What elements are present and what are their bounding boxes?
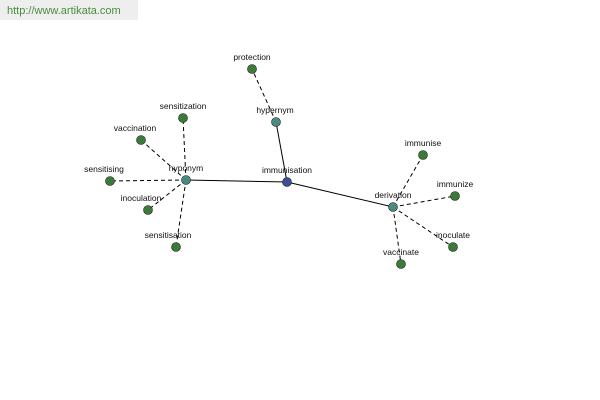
node-leaf-sensitization-circle[interactable] xyxy=(178,113,188,123)
node-leaf-vaccination-circle[interactable] xyxy=(136,135,146,145)
node-leaf-immunize[interactable]: immunize xyxy=(437,179,474,201)
node-leaf-sensitising-label: sensitising xyxy=(84,164,124,174)
node-relation-derivation-circle[interactable] xyxy=(388,202,398,212)
node-leaf-vaccinate[interactable]: vaccinate xyxy=(383,247,419,269)
node-leaf-protection[interactable]: protection xyxy=(233,52,271,74)
watermark-url[interactable]: http://www.artikata.com xyxy=(7,5,121,17)
node-center-label: immunisation xyxy=(262,165,312,175)
edge-hyponym-inoculation xyxy=(147,179,187,211)
node-leaf-immunize-circle[interactable] xyxy=(450,191,460,201)
node-leaf-sensitization-label: sensitization xyxy=(160,101,207,111)
node-leaf-inoculation-label: inoculation xyxy=(121,193,162,203)
node-relation-derivation[interactable]: derivation xyxy=(375,190,412,212)
node-relation-derivation-label: derivation xyxy=(375,190,412,200)
edge-hyponym-sensitising xyxy=(109,179,187,182)
edge-hyponym-sensitisation xyxy=(175,179,187,248)
node-leaf-sensitising[interactable]: sensitising xyxy=(84,164,124,186)
node-leaf-sensitization[interactable]: sensitization xyxy=(160,101,207,123)
node-leaf-protection-label: protection xyxy=(233,52,271,62)
edge-center-hyponym xyxy=(185,179,288,183)
node-leaf-vaccinate-circle[interactable] xyxy=(396,259,406,269)
watermark-banner: http://www.artikata.com xyxy=(0,0,138,20)
node-leaf-inoculation[interactable]: inoculation xyxy=(121,193,162,215)
nodes-layer: immunisation hypernym protection hyponym sen… xyxy=(84,52,473,269)
node-leaf-immunise-label: immunise xyxy=(405,138,442,148)
edges-layer xyxy=(109,68,456,265)
edge-derivation-immunise xyxy=(392,154,424,208)
node-center-circle[interactable] xyxy=(282,177,292,187)
node-leaf-sensitisation-label: sensitisation xyxy=(145,230,192,240)
edge-hyponym-sensitization xyxy=(182,117,187,181)
node-center[interactable]: immunisation xyxy=(262,165,312,187)
edge-derivation-inoculate xyxy=(392,206,454,248)
node-relation-hypernym-label: hypernym xyxy=(256,105,293,115)
edge-derivation-vaccinate xyxy=(392,206,402,265)
edge-center-derivation xyxy=(286,181,394,208)
node-leaf-sensitisation[interactable]: sensitisation xyxy=(145,230,192,252)
node-leaf-immunise[interactable]: immunise xyxy=(405,138,442,160)
edge-hyponym-vaccination xyxy=(140,139,187,181)
node-relation-hypernym-circle[interactable] xyxy=(271,117,281,127)
node-leaf-inoculate[interactable]: inoculate xyxy=(436,230,470,252)
node-relation-hypernym[interactable]: hypernym xyxy=(256,105,294,127)
node-leaf-immunize-label: immunize xyxy=(437,179,474,189)
edge-center-hypernym xyxy=(275,121,288,183)
edge-hypernym-protection xyxy=(251,68,277,123)
node-leaf-vaccination-label: vaccination xyxy=(114,123,157,133)
node-leaf-sensitisation-circle[interactable] xyxy=(171,242,181,252)
node-relation-hyponym-label: hyponym xyxy=(169,163,204,173)
node-leaf-immunise-circle[interactable] xyxy=(418,150,428,160)
node-leaf-protection-circle[interactable] xyxy=(247,64,257,74)
node-relation-hyponym[interactable]: hyponym xyxy=(169,163,204,185)
node-leaf-inoculate-label: inoculate xyxy=(436,230,470,240)
node-leaf-vaccinate-label: vaccinate xyxy=(383,247,419,257)
node-leaf-sensitising-circle[interactable] xyxy=(105,176,115,186)
node-leaf-vaccination[interactable]: vaccination xyxy=(114,123,157,145)
edge-derivation-immunize xyxy=(392,195,456,208)
node-leaf-inoculate-circle[interactable] xyxy=(448,242,458,252)
node-relation-hyponym-circle[interactable] xyxy=(181,175,191,185)
node-leaf-inoculation-circle[interactable] xyxy=(143,205,153,215)
